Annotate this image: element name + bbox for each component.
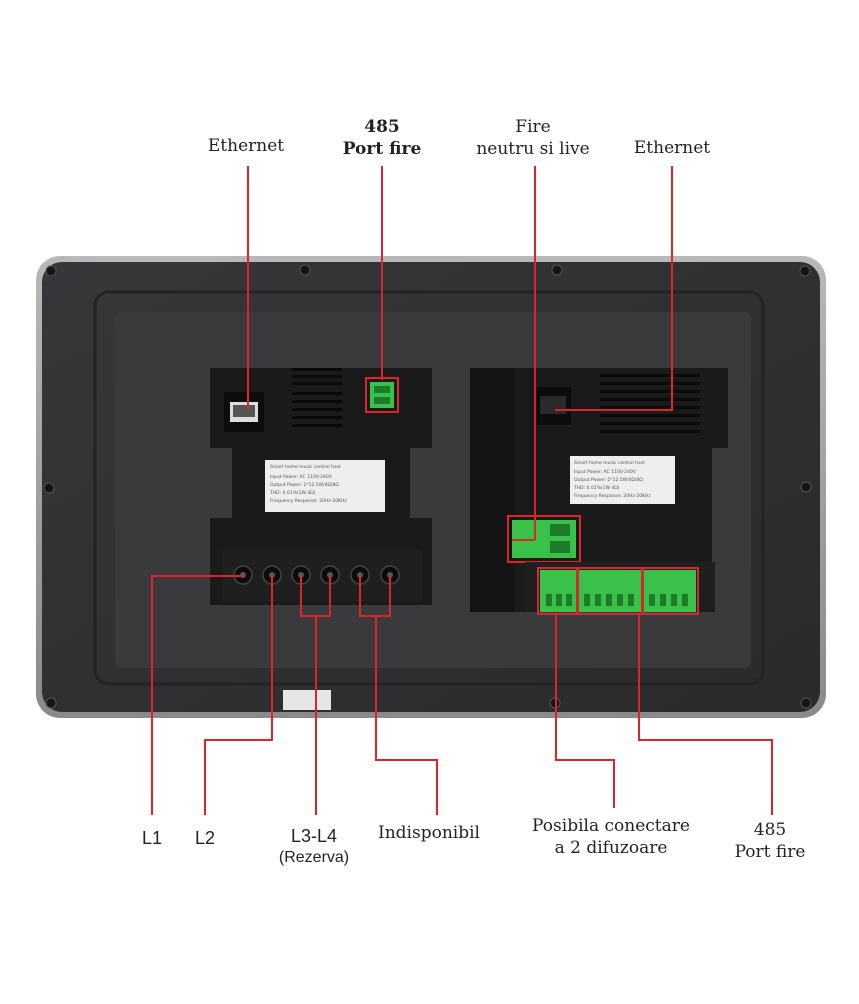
spec-left-line: Output Power: 2*12.5W/4Ω/8Ω <box>270 482 339 488</box>
l3l4-label: L3-L4 (Rezerva) <box>279 825 349 869</box>
port485-top-label: 485 Port fire <box>343 116 422 160</box>
spec-right-line: Output Power: 2*12.5W/4Ω/8Ω <box>574 477 643 483</box>
port485-top-text: Port fire <box>342 139 422 159</box>
spec-left-line: THD: 0.01%(1W 4Ω) <box>269 490 316 496</box>
speakers-line2: a 2 difuzoare <box>554 838 668 858</box>
callout-lines <box>151 166 773 815</box>
rca-jacks <box>233 565 400 585</box>
port485-bottom-text: Port fire <box>734 842 806 862</box>
vent-slots-left <box>292 368 342 427</box>
ethernet-left-label: Ethernet <box>207 136 285 156</box>
l3l4-text: L3-L4 <box>290 826 338 846</box>
spec-right-line: THD: 0.01%(1W 4Ω) <box>573 485 620 491</box>
l1-label: L1 <box>141 828 163 848</box>
spec-left-line: Input Power: AC 110V-240V <box>270 474 333 480</box>
vent-slots-right <box>600 374 700 433</box>
spec-left-line: Frequency Response: 20Hz-20KHz <box>270 498 347 504</box>
left-module: Smart home music control host Input Powe… <box>210 368 432 605</box>
port485-top-number: 485 <box>364 117 400 137</box>
speakers-line1: Posibila conectare <box>532 816 690 836</box>
spec-right-line: Input Power: AC 110V-240V <box>574 469 637 475</box>
speakers-label: Posibila conectare a 2 difuzoare <box>532 815 690 859</box>
fire-top-line1: Fire <box>515 117 551 137</box>
spec-label-right <box>570 456 675 504</box>
spec-right-line: Frequency Response: 20Hz-20KHz <box>574 493 651 499</box>
serial-sticker <box>283 690 331 710</box>
inner-rim <box>93 290 765 686</box>
ethernet-right-label: Ethernet <box>633 138 711 158</box>
rezerva-text: (Rezerva) <box>278 849 350 866</box>
indisponibil-label: Indisponibil <box>378 823 480 843</box>
fire-top-line2: neutru si live <box>476 139 590 159</box>
terminal-485-top <box>370 382 394 408</box>
port485-bottom-number: 485 <box>753 820 787 840</box>
spec-right-title: Smart home music control host <box>574 460 645 466</box>
right-module: Smart home music control host Input Powe… <box>470 368 728 615</box>
spec-left-title: Smart home music control host <box>270 464 341 470</box>
port485-bottom-label: 485 Port fire <box>735 819 806 863</box>
fire-top-label: Fire neutru si live <box>476 116 589 160</box>
l2-label: L2 <box>194 828 216 848</box>
spec-label-left <box>265 460 385 512</box>
